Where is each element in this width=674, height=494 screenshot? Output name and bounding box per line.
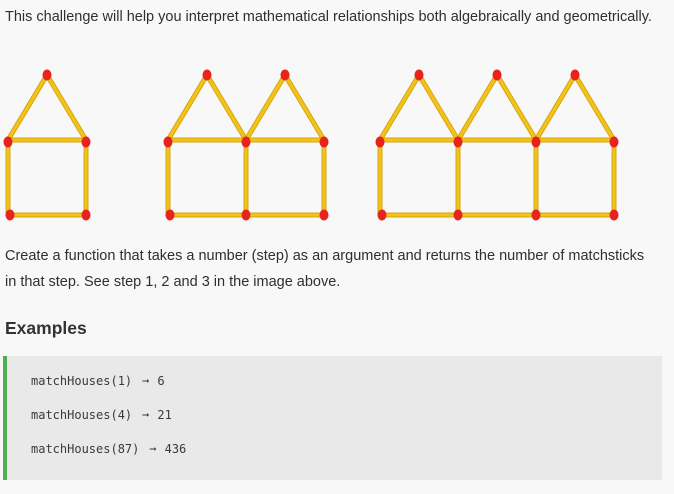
match-head bbox=[241, 209, 251, 221]
matchstick bbox=[533, 72, 578, 143]
match-head bbox=[3, 136, 13, 148]
match-head bbox=[319, 136, 329, 148]
matchstick bbox=[282, 72, 327, 143]
matchstick-houses-illustration bbox=[3, 69, 619, 221]
match-head bbox=[319, 209, 329, 221]
match-head bbox=[163, 136, 173, 148]
match-head bbox=[241, 136, 251, 148]
match-head bbox=[5, 209, 15, 221]
matchstick bbox=[377, 72, 422, 143]
match-head bbox=[42, 69, 52, 81]
example-result: 21 bbox=[157, 408, 172, 422]
match-head bbox=[492, 69, 502, 81]
match-head bbox=[570, 69, 580, 81]
matchstick bbox=[204, 72, 249, 143]
match-head bbox=[453, 136, 463, 148]
matchstick bbox=[416, 72, 461, 143]
example-line: matchHouses(4) ➞ 21 bbox=[31, 408, 172, 422]
match-head bbox=[375, 136, 385, 148]
match-head bbox=[202, 69, 212, 81]
match-head bbox=[280, 69, 290, 81]
example-line: matchHouses(87) ➞ 436 bbox=[31, 442, 186, 456]
match-head bbox=[609, 136, 619, 148]
match-head bbox=[414, 69, 424, 81]
example-result: 436 bbox=[164, 442, 187, 456]
matchstick bbox=[572, 72, 617, 143]
matchstick bbox=[165, 72, 210, 143]
match-head bbox=[609, 209, 619, 221]
match-head bbox=[531, 136, 541, 148]
matchstick bbox=[5, 72, 50, 143]
examples-code-block: matchHouses(1) ➞ 6 matchHouses(4) ➞ 21 match… bbox=[3, 356, 662, 480]
intro-paragraph: This challenge will help you interpret m… bbox=[5, 9, 652, 25]
right-arrow-icon: ➞ bbox=[142, 408, 150, 422]
match-head bbox=[453, 209, 463, 221]
matchstick bbox=[243, 72, 288, 143]
examples-heading: Examples bbox=[5, 318, 87, 338]
match-head bbox=[377, 209, 387, 221]
task-paragraph: Create a function that takes a number (s… bbox=[5, 248, 645, 290]
example-call: matchHouses(4) bbox=[31, 408, 133, 422]
example-line: matchHouses(1) ➞ 6 bbox=[31, 374, 165, 388]
matchstick bbox=[44, 72, 89, 143]
example-call: matchHouses(87) bbox=[31, 442, 140, 456]
matchstick bbox=[455, 72, 500, 143]
match-head bbox=[531, 209, 541, 221]
match-head bbox=[81, 136, 91, 148]
example-result: 6 bbox=[157, 374, 165, 388]
right-arrow-icon: ➞ bbox=[149, 442, 157, 456]
right-arrow-icon: ➞ bbox=[142, 374, 150, 388]
matchstick bbox=[494, 72, 539, 143]
example-call: matchHouses(1) bbox=[31, 374, 133, 388]
match-head bbox=[81, 209, 91, 221]
match-head bbox=[165, 209, 175, 221]
